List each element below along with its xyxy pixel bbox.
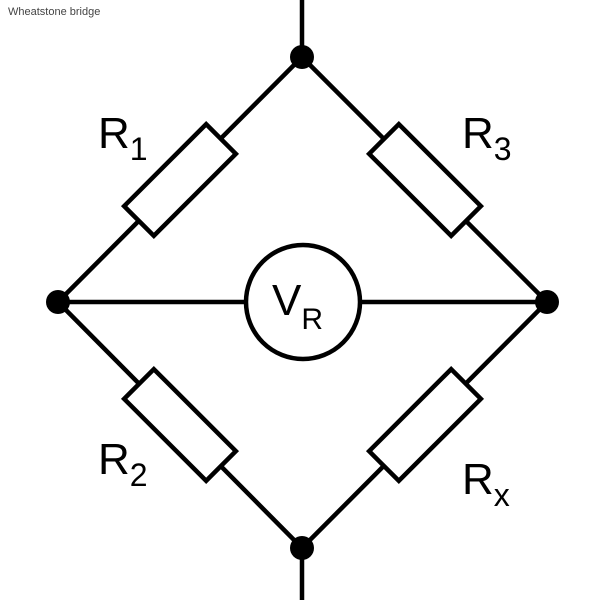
resistor-r1 (120, 120, 240, 240)
resistor-r3 (365, 120, 485, 240)
label-r1: R1 (98, 109, 148, 167)
voltmeter-circle (243, 242, 363, 362)
label-rx: Rx (462, 455, 510, 513)
label-r3: R3 (462, 109, 512, 167)
resistor-r2 (120, 365, 240, 485)
node-top (290, 45, 314, 69)
node-left (46, 290, 70, 314)
label-r2: R2 (98, 435, 148, 493)
label-meter: VR (272, 276, 323, 336)
resistor-rx (365, 365, 485, 485)
node-right (535, 290, 559, 314)
diagram-title: Wheatstone bridge (8, 6, 101, 18)
node-bottom (290, 536, 314, 560)
